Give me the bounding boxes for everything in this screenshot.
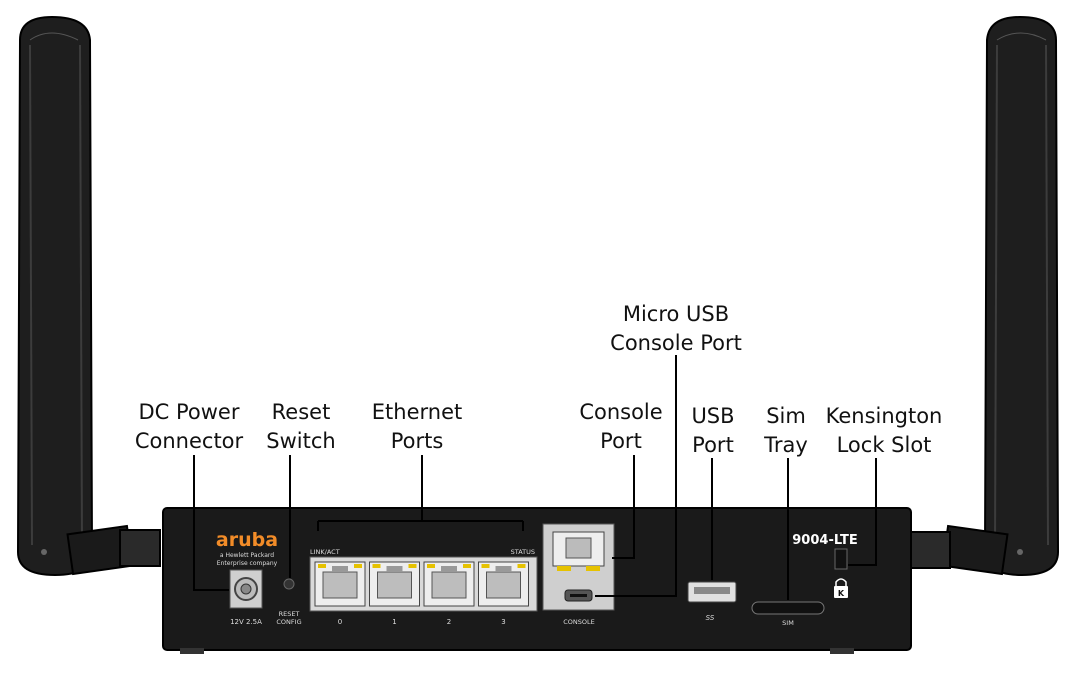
callout-text-line: Port (692, 433, 734, 457)
ethernet-port[interactable] (478, 561, 529, 607)
status-label: STATUS (511, 548, 535, 556)
kensington-lock-slot[interactable] (834, 548, 848, 570)
callout-text-line: Console Port (610, 331, 742, 355)
model-label: 9004-LTE (792, 533, 857, 548)
callout-text-line: Console (579, 400, 663, 424)
ethernet-port-number: 1 (392, 618, 396, 626)
ethernet-port-number: 3 (501, 618, 505, 626)
callout-sim-tray: Sim Tray (752, 402, 820, 460)
reset-label-line-1: RESET (279, 610, 300, 618)
callout-text-line: Lock Slot (836, 433, 932, 457)
ethernet-port[interactable] (423, 561, 475, 607)
brand-logo: aruba (216, 529, 278, 551)
sim-label: SIM (782, 619, 794, 627)
link-act-label: LINK/ACT (310, 548, 340, 556)
usb-label: SS (706, 614, 715, 622)
callout-console-port: Console Port (570, 398, 672, 456)
ethernet-port-numbers: 0 1 2 3 (338, 618, 506, 626)
console-port-housing (542, 523, 615, 611)
callout-text-line: Sim (766, 404, 806, 428)
callout-text-line: Connector (134, 429, 244, 453)
console-label: CONSOLE (563, 618, 595, 626)
callout-lines (193, 355, 877, 600)
callout-text-line: Ports (390, 429, 444, 453)
usb-port[interactable] (687, 581, 737, 603)
callout-kensington-lock-slot: Kensington Lock Slot (815, 402, 953, 460)
callout-text-line: Switch (266, 429, 336, 453)
callout-text-line: DC Power (138, 400, 240, 424)
left-antenna (16, 15, 161, 577)
brand-sub-line-1: a Hewlett Packard (220, 552, 274, 559)
callout-usb-port: USB Port (680, 402, 746, 460)
callout-text-line: Reset (271, 400, 331, 424)
sim-tray[interactable] (751, 601, 825, 615)
reset-button[interactable] (283, 578, 295, 590)
callout-text-line: Tray (764, 433, 808, 457)
ethernet-port[interactable] (314, 561, 366, 607)
ethernet-port[interactable] (369, 561, 420, 607)
ethernet-port-number: 0 (338, 618, 342, 626)
svg-text:K: K (838, 589, 845, 598)
ethernet-ports (314, 561, 529, 607)
callout-dc-power-connector: DC Power Connector (128, 398, 250, 456)
callout-text-line: USB (691, 404, 735, 428)
callout-ethernet-ports: Ethernet Ports (352, 398, 482, 456)
callout-micro-usb-console-port: Micro USB Console Port (596, 300, 756, 358)
brand-sub-line-2: Enterprise company (217, 560, 278, 567)
right-antenna (909, 15, 1060, 577)
callout-text-line: Kensington (825, 404, 943, 428)
lock-icon: K (834, 578, 848, 598)
callout-text-line: Port (600, 429, 642, 453)
power-rating: 12V 2.5A (230, 618, 262, 626)
callout-text-line: Micro USB (622, 302, 730, 326)
callout-text-line: Ethernet (371, 400, 463, 424)
callout-reset-switch: Reset Switch (255, 398, 347, 456)
dc-power-connector[interactable] (229, 569, 263, 609)
ethernet-port-number: 2 (447, 618, 451, 626)
reset-label-line-2: CONFIG (276, 618, 301, 626)
